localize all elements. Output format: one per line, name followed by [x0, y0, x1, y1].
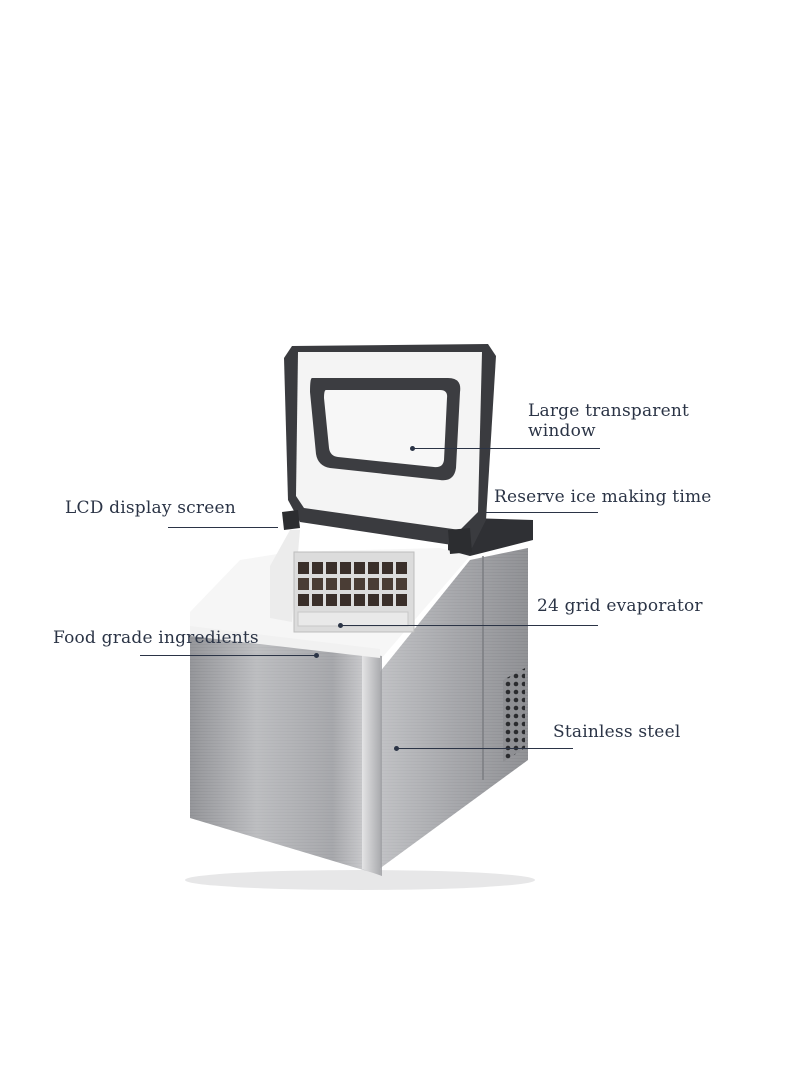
callout-window-dot — [410, 446, 415, 451]
callout-steel-dot — [394, 746, 399, 751]
callout-window-line2: window — [528, 421, 596, 441]
callout-evaporator: 24 grid evaporator — [537, 596, 703, 616]
callout-reserve-leader — [486, 512, 598, 513]
callout-window-leader — [412, 448, 600, 449]
callout-steel: Stainless steel — [553, 722, 681, 742]
callout-lcd-leader — [168, 527, 278, 528]
vent-grille — [503, 668, 525, 762]
callout-window-line1: Large transparent — [528, 401, 690, 421]
callout-lcd: LCD display screen — [65, 498, 236, 518]
callout-reserve: Reserve ice making time — [494, 487, 712, 507]
floor-shadow — [185, 870, 535, 890]
callout-food-grade-leader — [140, 655, 318, 656]
callout-steel-leader — [396, 748, 573, 749]
callout-evaporator-leader — [340, 625, 598, 626]
callout-evaporator-dot — [338, 623, 343, 628]
evaporator-grid — [298, 562, 407, 606]
callout-food-grade-dot — [314, 653, 319, 658]
callout-food-grade: Food grade ingredients — [53, 628, 259, 648]
